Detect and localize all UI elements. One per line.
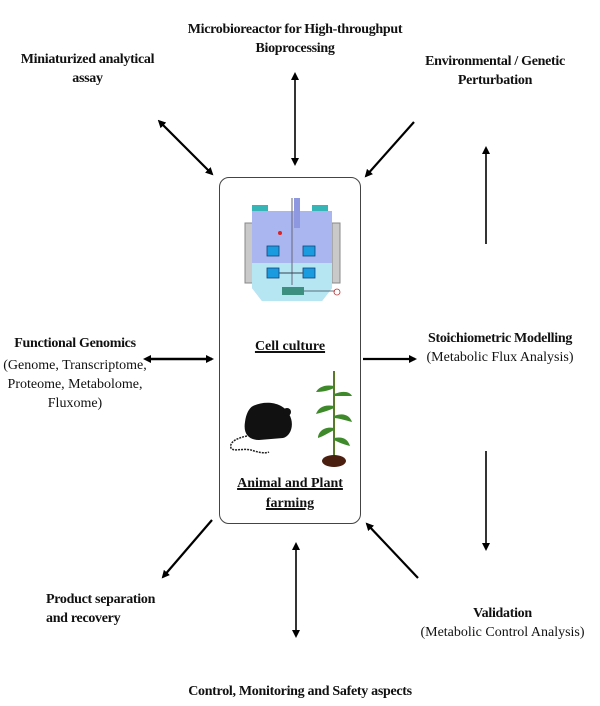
- arrow-top-left: [157, 119, 214, 176]
- node-stoichiometric-title: Stoichiometric Modelling: [427, 331, 573, 346]
- mouse-icon: [229, 402, 292, 454]
- cell-culture-label: Cell culture: [254, 339, 326, 354]
- node-microbioreactor: Microbioreactor for High-throughput Biop…: [185, 20, 405, 58]
- node-validation-sub: (Metabolic Control Analysis): [420, 625, 585, 640]
- node-stoichiometric-sub: (Metabolic Flux Analysis): [426, 350, 574, 365]
- node-miniaturized-assay-line1: Miniaturized analytical: [20, 52, 155, 67]
- arrow-bottom-right: [365, 522, 419, 579]
- node-validation: Validation (Metabolic Control Analysis): [420, 604, 585, 642]
- node-product-separation: Product separation and recovery: [46, 590, 166, 628]
- node-control-monitoring: Control, Monitoring and Safety aspects: [170, 682, 430, 701]
- node-functional-genomics-title: Functional Genomics: [14, 336, 136, 351]
- node-product-separation-line1: Product separation: [46, 592, 156, 607]
- node-microbioreactor-line1: Microbioreactor for High-throughput: [187, 22, 403, 37]
- node-miniaturized-assay: Miniaturized analytical assay: [10, 50, 165, 88]
- node-perturbation: Environmental / Genetic Perturbation: [415, 52, 575, 90]
- arrow-bottom-left: [161, 519, 213, 579]
- node-functional-genomics-line3: Fluxome): [47, 396, 103, 411]
- node-functional-genomics: Functional Genomics (Genome, Transcripto…: [0, 334, 150, 413]
- node-functional-genomics-line1: (Genome, Transcriptome,: [3, 358, 147, 373]
- node-miniaturized-assay-line2: assay: [72, 71, 103, 86]
- cell-culture-box: Cell culture Animal and Plant farming: [219, 177, 361, 524]
- arrow-top-right: [364, 121, 415, 178]
- animal-plant-label-1: Animal and Plant: [237, 476, 343, 491]
- animal-plant-label-2: farming: [265, 496, 315, 511]
- node-perturbation-line1: Environmental / Genetic: [425, 54, 565, 69]
- node-functional-genomics-line2: Proteome, Metabolome,: [7, 377, 143, 392]
- node-stoichiometric-modelling: Stoichiometric Modelling (Metabolic Flux…: [415, 329, 585, 367]
- node-product-separation-line2: and recovery: [46, 611, 121, 626]
- node-validation-title: Validation: [473, 606, 532, 621]
- bioreactor-icon: [244, 198, 341, 301]
- plant-icon: [316, 371, 352, 467]
- node-microbioreactor-line2: Bioprocessing: [255, 41, 335, 56]
- node-perturbation-line2: Perturbation: [457, 73, 533, 88]
- node-control-monitoring-line1: Control, Monitoring and Safety aspects: [188, 684, 412, 699]
